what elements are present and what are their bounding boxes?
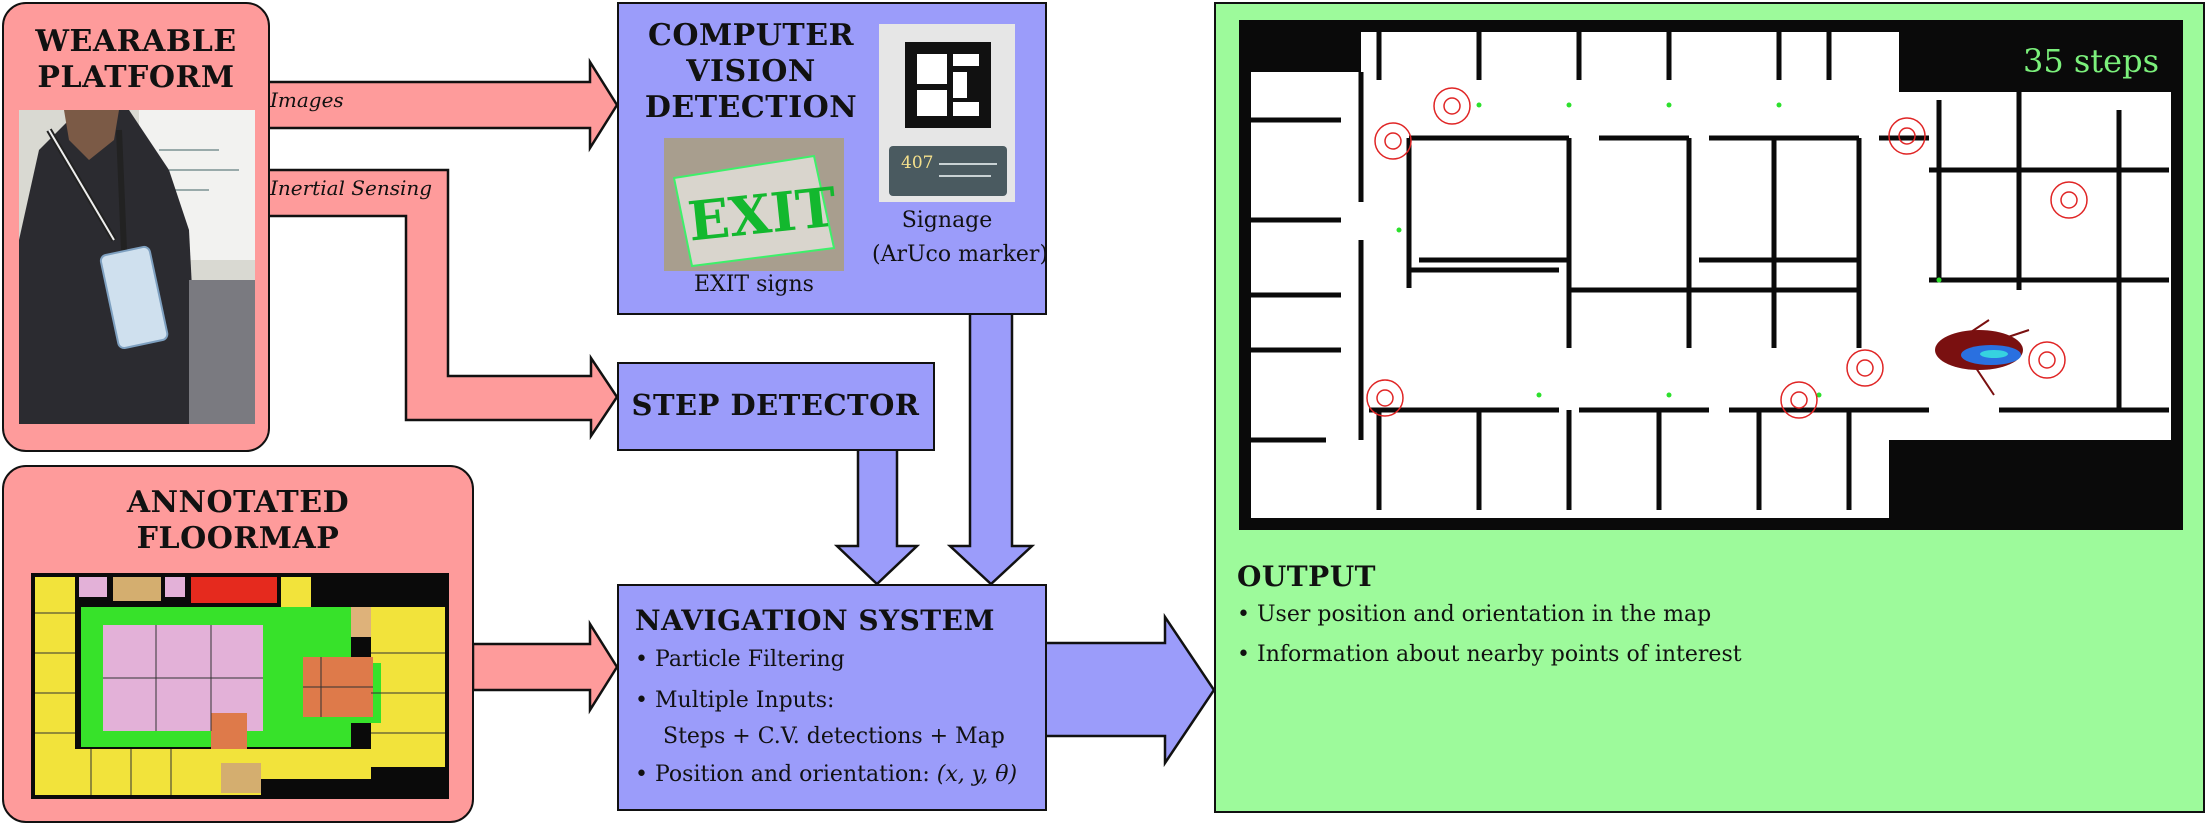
cv-detection-box: COMPUTER VISION DETECTION EXIT EXIT sign… (617, 2, 1049, 315)
cv-title: COMPUTER VISION DETECTION (644, 18, 858, 125)
exit-caption: EXIT signs (694, 272, 814, 297)
output-box: 35 steps OUTPUT •User position and orien… (1214, 2, 2205, 813)
inertial-arrow (266, 168, 619, 441)
floormap-image (31, 573, 449, 799)
wearable-title: WEARABLE PLATFORM (35, 24, 237, 95)
room-number-text: 407 (901, 153, 933, 173)
step-detector-box: STEP DETECTOR (617, 362, 935, 451)
output-title: OUTPUT (1237, 560, 1376, 593)
nav-bullet-inputs: •Multiple Inputs: (635, 688, 835, 713)
navigation-title: NAVIGATION SYSTEM (635, 604, 995, 637)
images-arrow (266, 57, 619, 153)
wearable-platform-box: WEARABLE PLATFORM (2, 2, 270, 452)
step-detector-title: STEP DETECTOR (631, 388, 920, 422)
nav-bullet-particle: •Particle Filtering (635, 647, 845, 672)
output-bullet-poi: •Information about nearby points of inte… (1237, 642, 1742, 667)
particle-cloud (1935, 319, 2030, 396)
wearable-photo (19, 110, 255, 424)
aruco-marker-photo: 407 (879, 24, 1015, 202)
floormap-title: ANNOTATED FLOORMAP (126, 485, 350, 556)
nav-bullet-inputs-detail: Steps + C.V. detections + Map (663, 724, 1005, 749)
nav-bullet-position: •Position and orientation: (x, y, θ) (635, 762, 1018, 787)
inertial-label: Inertial Sensing (270, 176, 433, 200)
exit-sign-text: EXIT (685, 174, 839, 253)
floormap-arrow (471, 619, 619, 715)
exit-sign-photo: EXIT (664, 138, 844, 271)
output-map: 35 steps (1239, 20, 2183, 530)
steps-counter: 35 steps (2023, 42, 2159, 80)
images-label: Images (270, 88, 344, 112)
output-bullet-position: •User position and orientation in the ma… (1237, 602, 1712, 627)
output-arrow (1043, 612, 1216, 768)
signage-caption: Signage (ArUco marker) (872, 208, 1049, 267)
position-formula: (x, y, θ) (936, 762, 1018, 787)
cv-down-arrow (946, 311, 1036, 586)
floormap-box: ANNOTATED FLOORMAP (2, 465, 474, 823)
navigation-box: NAVIGATION SYSTEM •Particle Filtering •M… (617, 584, 1047, 811)
step-down-arrow (833, 447, 921, 586)
